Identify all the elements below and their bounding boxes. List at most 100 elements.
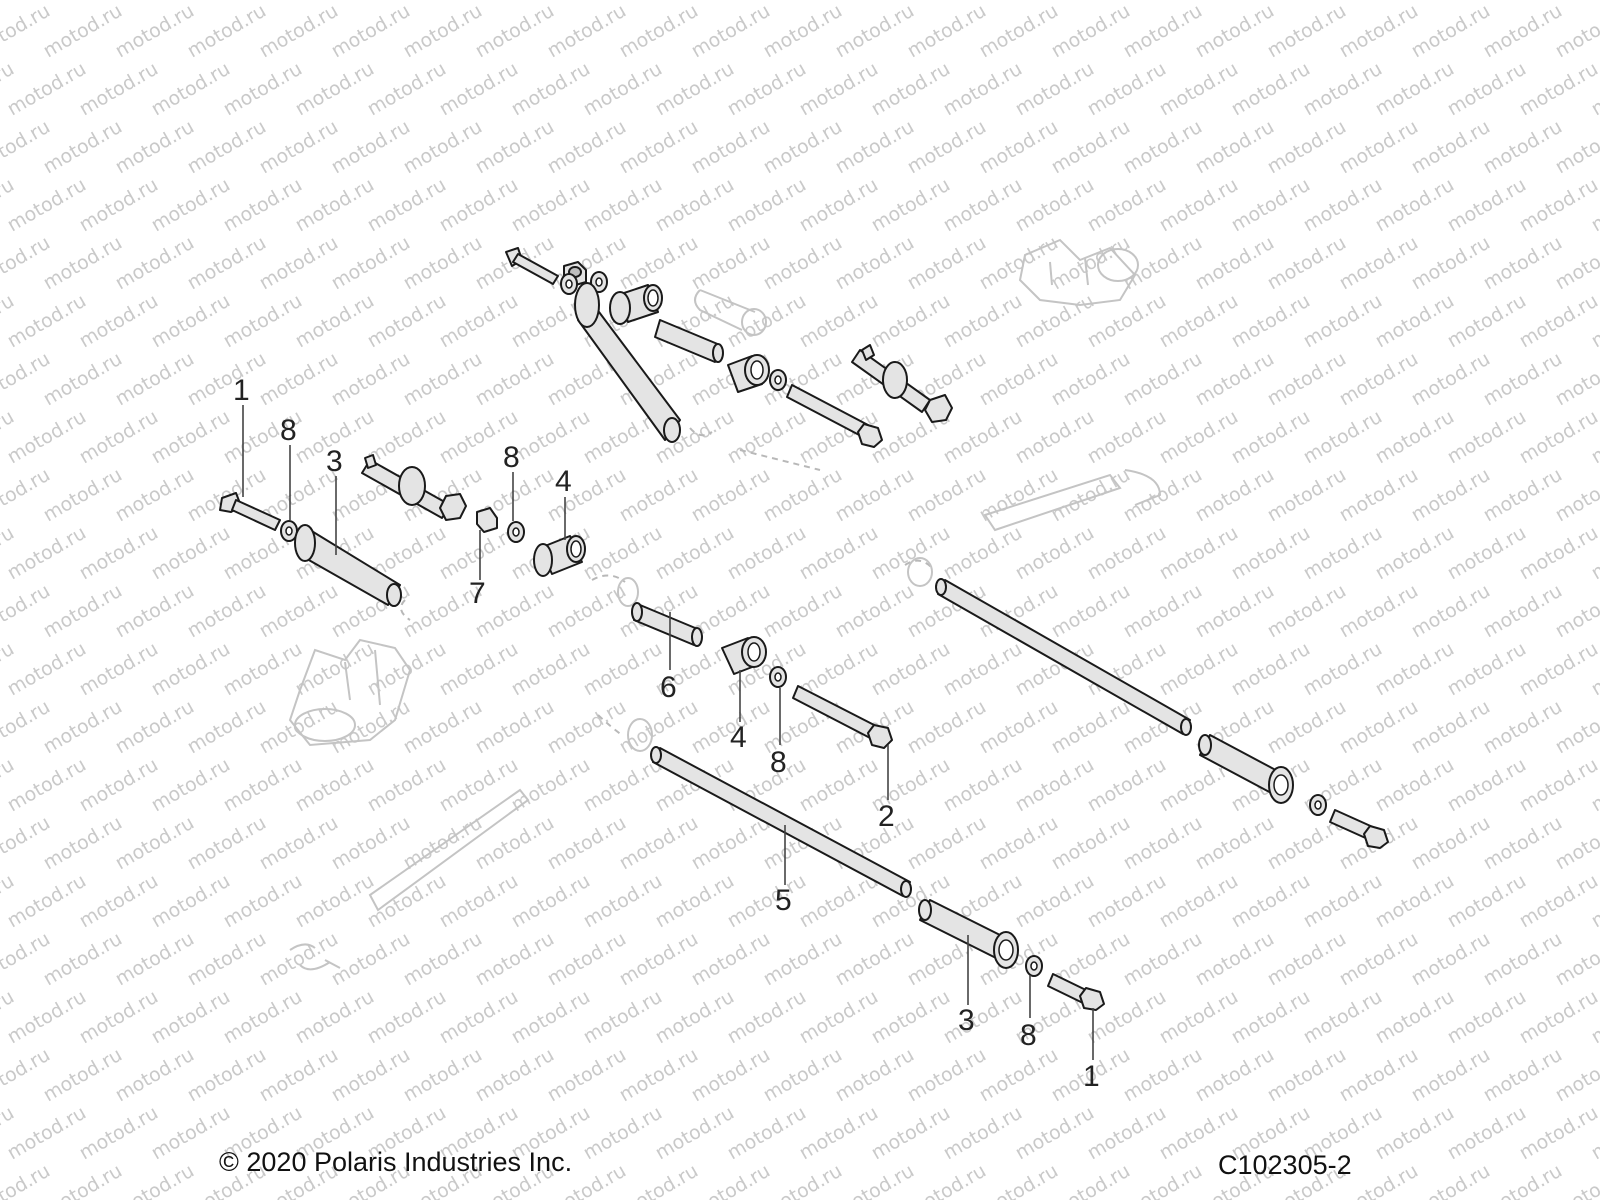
watermark-text: motod.ru: [1048, 0, 1134, 62]
watermark-text: motod.ru: [1156, 986, 1242, 1049]
watermark-text: motod.ru: [1012, 406, 1098, 469]
watermark-text: motod.ru: [1228, 406, 1314, 469]
watermark-text: motod.ru: [760, 580, 846, 643]
watermark-text: motod.ru: [184, 696, 270, 759]
upper-long-sleeve: [574, 282, 681, 443]
watermark-text: motod.ru: [976, 812, 1062, 875]
watermark-text: motod.ru: [1264, 580, 1350, 643]
callout-1-bolt: 1: [1083, 1060, 1100, 1093]
watermark-text: motod.ru: [688, 116, 774, 179]
watermark-text: motod.ru: [472, 812, 558, 875]
watermark-text: motod.ru: [1480, 348, 1566, 411]
long-shaft-rear: [935, 578, 1192, 736]
watermark-text: motod.ru: [1012, 754, 1098, 817]
watermark-text: motod.ru: [760, 116, 846, 179]
watermark-text: motod.ru: [1444, 870, 1530, 933]
watermark-text: motod.ru: [328, 1044, 414, 1107]
watermark-text: motod.ru: [4, 406, 90, 469]
callout-8-washer: 8: [770, 746, 787, 779]
watermark-text: motod.ru: [364, 406, 450, 469]
watermark-text: motod.ru: [1444, 290, 1530, 353]
watermark-text: motod.ru: [616, 928, 702, 991]
left-flanged-bushing: [533, 535, 586, 577]
watermark-text: motod.ru: [4, 58, 90, 121]
watermark-text: motod.ru: [868, 174, 954, 237]
rear-bolt: [1329, 809, 1389, 849]
watermark-text: motod.ru: [220, 870, 306, 933]
watermark-text: motod.ru: [292, 986, 378, 1049]
rear-washer: [1309, 794, 1327, 816]
watermark-text: motod.ru: [1516, 986, 1600, 1049]
center-bolt: [792, 685, 893, 749]
watermark-text: motod.ru: [1192, 116, 1278, 179]
callout-3-flanged-sleeve: 3: [326, 445, 343, 478]
watermark-text: motod.ru: [364, 754, 450, 817]
watermark-text: motod.ru: [1516, 174, 1600, 237]
watermark-text: motod.ru: [976, 348, 1062, 411]
lower-shaft-assembly: [650, 578, 1389, 1011]
watermark-text: motod.ru: [4, 986, 90, 1049]
watermark-text: motod.ru: [4, 174, 90, 237]
watermark-text: motod.ru: [400, 348, 486, 411]
watermark-text: motod.ru: [508, 638, 594, 701]
watermark-text: motod.ru: [4, 290, 90, 353]
watermark-text: motod.ru: [1336, 0, 1422, 62]
watermark-text: motod.ru: [1408, 580, 1494, 643]
watermark-text: motod.ru: [760, 464, 846, 527]
watermark-text: motod.ru: [760, 0, 846, 62]
watermark-text: motod.ru: [616, 116, 702, 179]
watermark-text: motod.ru: [184, 232, 270, 295]
watermark-text: motod.ru: [256, 696, 342, 759]
watermark-text: motod.ru: [400, 696, 486, 759]
watermark-text: motod.ru: [1300, 406, 1386, 469]
watermark-text: motod.ru: [400, 0, 486, 62]
watermark-text: motod.ru: [544, 812, 630, 875]
upper-sleeve: [654, 319, 724, 363]
watermark-text: motod.ru: [184, 812, 270, 875]
watermark-text: motod.ru: [292, 290, 378, 353]
watermark-text: motod.ru: [400, 232, 486, 295]
watermark-text: motod.ru: [40, 812, 126, 875]
watermark-text: motod.ru: [76, 754, 162, 817]
watermark-text: motod.ru: [1300, 0, 1386, 4]
watermark-text: motod.ru: [76, 0, 162, 4]
watermark-text: motod.ru: [868, 1102, 954, 1165]
watermark-text: motod.ru: [76, 986, 162, 1049]
watermark-text: motod.ru: [904, 812, 990, 875]
watermark-text: motod.ru: [1228, 290, 1314, 353]
watermark-text: motod.ru: [184, 928, 270, 991]
watermark-text: motod.ru: [112, 580, 198, 643]
left-washer-b: [507, 521, 525, 543]
callout-8-washer: 8: [1020, 1019, 1037, 1052]
watermark-text: motod.ru: [112, 232, 198, 295]
watermark-text: motod.ru: [1336, 1044, 1422, 1107]
watermark-text: motod.ru: [868, 986, 954, 1049]
upper-stud-right: [851, 344, 953, 423]
watermark-text: motod.ru: [1192, 348, 1278, 411]
watermark-text: motod.ru: [1336, 580, 1422, 643]
callout-5-shaft: 5: [775, 884, 792, 917]
watermark-text: motod.ru: [472, 348, 558, 411]
center-washer: [769, 666, 787, 688]
watermark-text: motod.ru: [1012, 0, 1098, 4]
watermark-text: motod.ru: [1012, 58, 1098, 121]
front-bolt: [1047, 973, 1105, 1011]
watermark-text: motod.ru: [292, 638, 378, 701]
watermark-text: motod.ru: [724, 0, 810, 4]
watermark-text: motod.ru: [1084, 1102, 1170, 1165]
watermark-text: motod.ru: [1480, 1044, 1566, 1107]
watermark-text: motod.ru: [1372, 986, 1458, 1049]
watermark-text: motod.ru: [616, 232, 702, 295]
watermark-text: motod.ru: [1228, 522, 1314, 585]
watermark-text: motod.ru: [1120, 0, 1206, 62]
watermark-text: motod.ru: [328, 928, 414, 991]
watermark-text: motod.ru: [508, 0, 594, 4]
watermark-text: motod.ru: [688, 0, 774, 62]
watermark-text: motod.ru: [1156, 58, 1242, 121]
watermark-text: motod.ru: [1480, 116, 1566, 179]
watermark-text: motod.ru: [40, 696, 126, 759]
watermark-text: motod.ru: [76, 1102, 162, 1165]
watermark-text: motod.ru: [112, 464, 198, 527]
watermark-text: motod.ru: [688, 1160, 774, 1200]
